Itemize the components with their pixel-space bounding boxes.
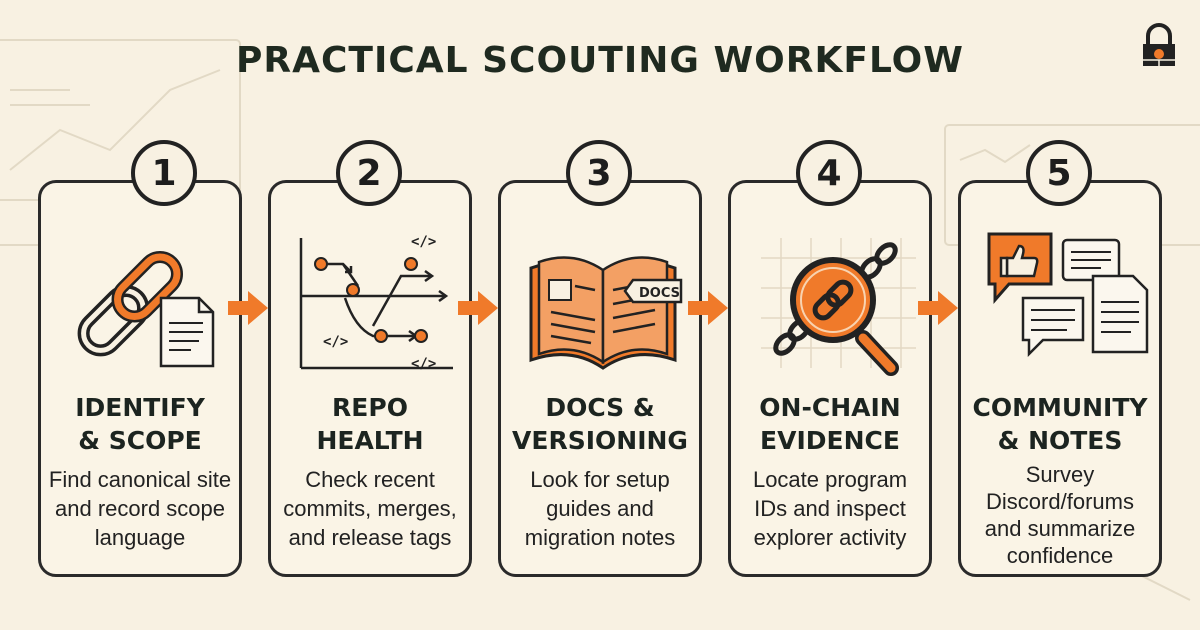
step-description: Find canonical site and record scope lan… <box>48 467 232 550</box>
step-title: COMMUNITY& NOTES <box>972 393 1148 455</box>
step-description: Check recent commits, merges, and releas… <box>283 467 457 550</box>
link-chain-document-icon <box>77 251 215 368</box>
step-number-badge: 5 <box>1026 140 1092 206</box>
step-description: Survey Discord/forums and summarize conf… <box>984 462 1136 568</box>
step-card-community: COMMUNITY& NOTES Survey Discord/forums a… <box>958 180 1162 577</box>
step-number-badge: 3 <box>566 140 632 206</box>
step-description: Look for setup guides and migration note… <box>524 467 676 550</box>
page-title: PRACTICAL SCOUTING WORKFLOW <box>236 40 964 81</box>
commit-graph-icon: </> </> </> <box>299 234 453 372</box>
step-number-badge: 1 <box>131 140 197 206</box>
open-book-icon: DOCS <box>529 256 683 370</box>
arrow-right-icon <box>688 291 728 325</box>
step-description: Locate program IDs and inspect explorer … <box>752 467 908 550</box>
lock-brick-icon <box>1143 23 1175 66</box>
svg-text:</>: </> <box>411 356 436 372</box>
arrow-right-icon <box>918 291 958 325</box>
docs-tag-label: DOCS <box>639 286 680 301</box>
step-number-badge: 4 <box>796 140 862 206</box>
magnifier-chain-icon <box>761 238 916 376</box>
chat-thumbs-up-icon <box>987 232 1149 358</box>
arrow-right-icon <box>228 291 268 325</box>
arrow-right-icon <box>458 291 498 325</box>
svg-text:</>: </> <box>411 234 436 250</box>
step-card-identify: IDENTIFY& SCOPE Find canonical site and … <box>38 180 242 577</box>
step-title: IDENTIFY& SCOPE <box>75 393 205 455</box>
svg-text:</>: </> <box>323 334 348 350</box>
step-title: DOCS &VERSIONING <box>512 393 688 455</box>
step-number-badge: 2 <box>336 140 402 206</box>
step-card-docs: DOCS DOCS &VERSIONING Look for setup gui… <box>498 180 702 577</box>
